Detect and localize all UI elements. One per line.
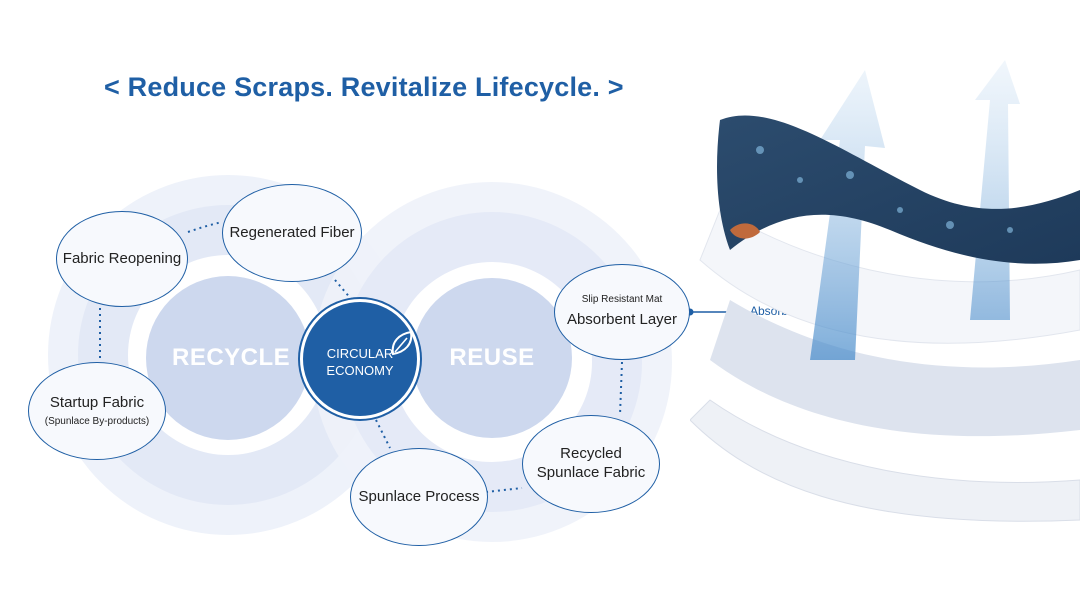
patterned-top-layer-shape	[717, 115, 1080, 264]
node-label: Fabric Reopening	[62, 249, 182, 267]
node-regenerated-fiber: Regenerated Fiber	[222, 184, 362, 282]
circular-economy-hub: CIRCULAR ECONOMY	[300, 299, 420, 419]
node-label-line-1: Recycled	[560, 445, 622, 463]
node-label-line-2: Spunlace Fabric	[536, 464, 646, 481]
node-label: Regenerated Fiber	[229, 223, 355, 241]
node-label: Spunlace Process	[358, 487, 480, 505]
reuse-disc	[412, 278, 572, 438]
hub-line-2: ECONOMY	[326, 363, 394, 378]
hub-line-1: CIRCULAR	[326, 346, 394, 362]
reuse-label: REUSE	[449, 344, 535, 371]
node-sublabel: (Spunlace By-products)	[44, 415, 150, 427]
connector-fiber-hub	[334, 279, 353, 301]
node-startup-fabric: Startup Fabric (Spunlace By-products)	[28, 362, 166, 460]
node-prelabel: Slip Resistant Mat	[581, 293, 663, 305]
node-label: Startup Fabric	[49, 393, 145, 411]
node-absorbent-layer: Slip Resistant Mat Absorbent Layer	[554, 264, 690, 360]
connector-spunlace-recycled	[485, 487, 523, 493]
middle-layer-shape	[710, 300, 1080, 437]
recycle-label: RECYCLE	[172, 344, 291, 371]
node-recycled-spunlace-fabric: Recycled Spunlace Fabric	[522, 415, 660, 513]
node-spunlace-process: Spunlace Process	[350, 448, 488, 546]
orange-accent-shape	[730, 223, 760, 239]
fabric-layers-illustration	[690, 60, 1080, 522]
page-title: < Reduce Scraps. Revitalize Lifecycle. >	[104, 72, 624, 102]
node-fabric-reopening: Fabric Reopening	[56, 211, 188, 307]
bottom-layer-shape	[690, 399, 1080, 522]
leaf-icon	[391, 330, 413, 356]
recycle-disc	[146, 276, 310, 440]
node-label: Absorbent Layer	[566, 311, 678, 329]
